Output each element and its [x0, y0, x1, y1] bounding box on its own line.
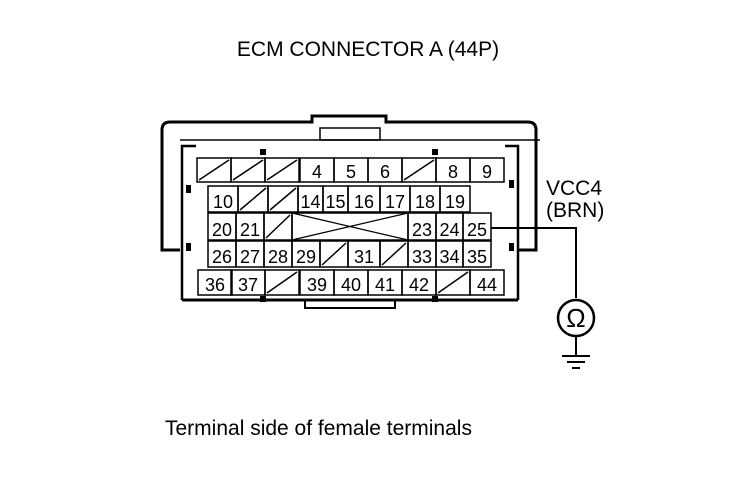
- svg-text:5: 5: [346, 162, 356, 182]
- svg-text:6: 6: [380, 162, 390, 182]
- svg-text:17: 17: [385, 192, 405, 212]
- svg-text:25: 25: [467, 220, 487, 240]
- terminal-cell: 27: [235, 240, 265, 268]
- terminal-cell: 39: [299, 269, 335, 296]
- svg-text:24: 24: [439, 220, 459, 240]
- terminal-cell: 37: [230, 269, 266, 296]
- terminal-cell: 42: [401, 269, 437, 296]
- terminal-cell: 33: [407, 240, 437, 268]
- svg-text:41: 41: [375, 275, 395, 295]
- svg-text:18: 18: [415, 192, 435, 212]
- signal-label: VCC4: [546, 177, 603, 200]
- terminal-cell: 9: [469, 157, 505, 183]
- terminal-cell: 36: [197, 269, 233, 296]
- terminal-cell: 23: [407, 212, 437, 241]
- terminal-cell: 35: [462, 240, 492, 268]
- terminal-cell: 28: [263, 240, 293, 268]
- terminal-cell: 34: [435, 240, 464, 268]
- terminal-cell: [230, 157, 266, 183]
- terminal-cell: 8: [435, 157, 471, 183]
- svg-text:8: 8: [448, 162, 458, 182]
- terminal-cell: 41: [367, 269, 403, 296]
- terminal-cell: 6: [367, 157, 403, 183]
- svg-text:4: 4: [312, 162, 322, 182]
- terminal-cell: 21: [235, 212, 265, 241]
- terminal-cell: 25: [462, 212, 492, 241]
- terminal-cell: [264, 157, 300, 183]
- diagram-title: ECM CONNECTOR A (44P): [236, 38, 500, 61]
- terminal-cell: 16: [347, 185, 381, 213]
- svg-text:36: 36: [205, 275, 225, 295]
- terminal-cell: 10: [207, 185, 239, 213]
- terminal-cell: [435, 269, 471, 296]
- svg-text:16: 16: [354, 192, 374, 212]
- svg-text:10: 10: [213, 192, 233, 212]
- svg-text:28: 28: [268, 247, 288, 267]
- terminal-cell: 15: [322, 185, 349, 213]
- wire-color-label: (BRN): [546, 199, 605, 222]
- diagram-caption: Terminal side of female terminals: [165, 417, 472, 440]
- terminal-cell: 31: [347, 240, 381, 268]
- terminal-cell: 40: [333, 269, 369, 296]
- terminal-cell: [401, 157, 437, 183]
- terminal-cell: [267, 185, 299, 213]
- terminal-cell: 29: [291, 240, 321, 268]
- svg-text:44: 44: [477, 275, 497, 295]
- terminal-cell: 4: [299, 157, 335, 183]
- terminal-cell: [263, 212, 293, 241]
- svg-text:15: 15: [325, 192, 345, 212]
- svg-text:20: 20: [212, 220, 232, 240]
- svg-text:21: 21: [240, 220, 260, 240]
- connector-housing: [160, 114, 540, 309]
- svg-text:40: 40: [341, 275, 361, 295]
- svg-text:29: 29: [296, 247, 316, 267]
- terminal-cell: [319, 240, 349, 268]
- terminal-cell: [237, 185, 269, 213]
- terminal-cell: 14: [297, 185, 324, 213]
- svg-text:37: 37: [238, 275, 258, 295]
- svg-text:26: 26: [212, 247, 232, 267]
- terminal-cell: 20: [207, 212, 237, 241]
- terminal-cell: 17: [379, 185, 411, 213]
- svg-text:27: 27: [240, 247, 260, 267]
- blocked-cavity: [291, 212, 409, 241]
- terminal-cell: [196, 157, 232, 183]
- svg-text:34: 34: [439, 247, 459, 267]
- ohm-meter-icon: Ω: [566, 303, 585, 333]
- svg-text:33: 33: [412, 247, 432, 267]
- svg-text:31: 31: [354, 247, 374, 267]
- terminal-cell: 19: [439, 185, 471, 213]
- svg-text:19: 19: [445, 192, 465, 212]
- svg-text:42: 42: [409, 275, 429, 295]
- terminal-cell: [379, 240, 409, 268]
- svg-text:14: 14: [300, 192, 320, 212]
- terminal-cell: [264, 269, 300, 296]
- terminal-cell: 24: [435, 212, 464, 241]
- svg-text:39: 39: [307, 275, 327, 295]
- svg-text:35: 35: [467, 247, 487, 267]
- terminal-cell: 26: [207, 240, 237, 268]
- terminal-cell: 18: [409, 185, 441, 213]
- terminal-cell: 5: [333, 157, 369, 183]
- svg-text:23: 23: [412, 220, 432, 240]
- terminal-cell: 44: [469, 269, 505, 296]
- svg-text:9: 9: [482, 162, 492, 182]
- probe-wire: [491, 227, 596, 369]
